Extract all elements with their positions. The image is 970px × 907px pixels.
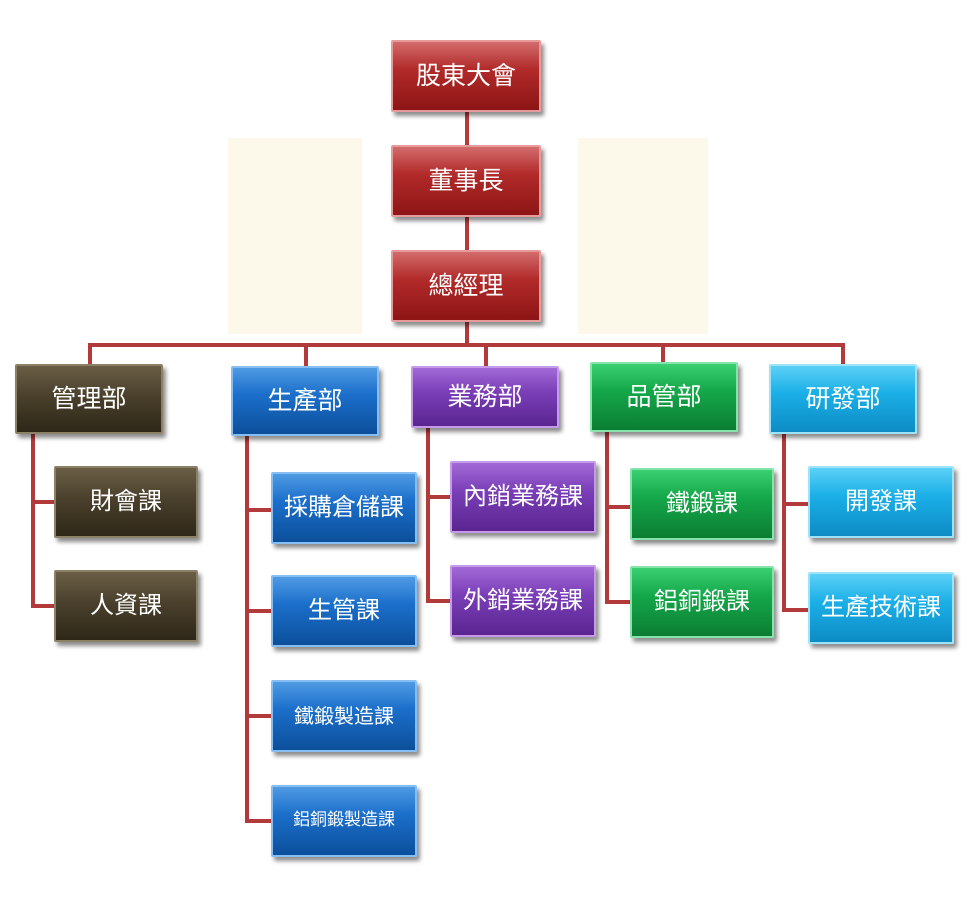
- unit-iron-forging-box: 鐵鍛課: [630, 468, 774, 540]
- unit-alcu-forging-mfg-box: 鋁銅鍛製造課: [271, 785, 417, 857]
- unit-hr-box: 人資課: [54, 570, 198, 642]
- unit-production-tech-label: 生產技術課: [821, 593, 941, 622]
- dept-qc-box: 品管部: [590, 362, 738, 432]
- unit-domestic-sales-box: 內銷業務課: [450, 461, 596, 533]
- shareholders-label: 股東大會: [415, 60, 516, 90]
- dept-production-label: 生產部: [267, 385, 343, 415]
- unit-production-tech-box: 生產技術課: [808, 572, 954, 644]
- unit-export-sales-label: 外銷業務課: [463, 586, 583, 615]
- connector-sales-units: [426, 426, 452, 603]
- dept-production-box: 生產部: [231, 366, 379, 436]
- background-glow-right: [578, 138, 708, 334]
- general-manager-box: 總經理: [391, 250, 541, 322]
- unit-hr-label: 人資課: [90, 591, 162, 620]
- unit-domestic-sales-label: 內銷業務課: [463, 482, 583, 511]
- unit-iron-forging-mfg-box: 鐵鍛製造課: [271, 680, 417, 752]
- shareholders-box: 股東大會: [391, 40, 541, 112]
- dept-admin-label: 管理部: [51, 383, 127, 413]
- dept-rnd-label: 研發部: [805, 383, 881, 413]
- connector-rnd-units: [782, 433, 810, 612]
- dept-admin-box: 管理部: [15, 364, 163, 434]
- background-glow-left: [228, 138, 362, 334]
- unit-production-control-box: 生管課: [271, 575, 417, 647]
- unit-development-label: 開發課: [845, 487, 917, 516]
- unit-finance-label: 財會課: [90, 487, 162, 516]
- unit-export-sales-box: 外銷業務課: [450, 565, 596, 637]
- unit-development-box: 開發課: [808, 466, 954, 538]
- connector-production-units: [245, 434, 273, 823]
- unit-procurement-box: 採購倉儲課: [271, 472, 417, 544]
- unit-alcu-forging-box: 鋁銅鍛課: [630, 566, 774, 638]
- unit-alcu-forging-mfg-label: 鋁銅鍛製造課: [293, 810, 395, 831]
- connector-admin-units: [31, 432, 56, 608]
- unit-alcu-forging-label: 鋁銅鍛課: [654, 587, 750, 616]
- dept-rnd-box: 研發部: [769, 364, 917, 434]
- dept-sales-label: 業務部: [447, 381, 523, 411]
- dept-sales-box: 業務部: [411, 366, 559, 428]
- unit-iron-forging-label: 鐵鍛課: [666, 489, 738, 518]
- dept-qc-label: 品管部: [626, 381, 702, 411]
- general-manager-label: 總經理: [428, 270, 504, 300]
- unit-iron-forging-mfg-label: 鐵鍛製造課: [294, 703, 394, 728]
- connector-qc-units: [605, 431, 632, 604]
- chairman-box: 董事長: [391, 145, 541, 217]
- unit-procurement-label: 採購倉儲課: [284, 493, 404, 522]
- unit-production-control-label: 生管課: [308, 596, 380, 625]
- chairman-label: 董事長: [428, 165, 504, 195]
- unit-finance-box: 財會課: [54, 466, 198, 538]
